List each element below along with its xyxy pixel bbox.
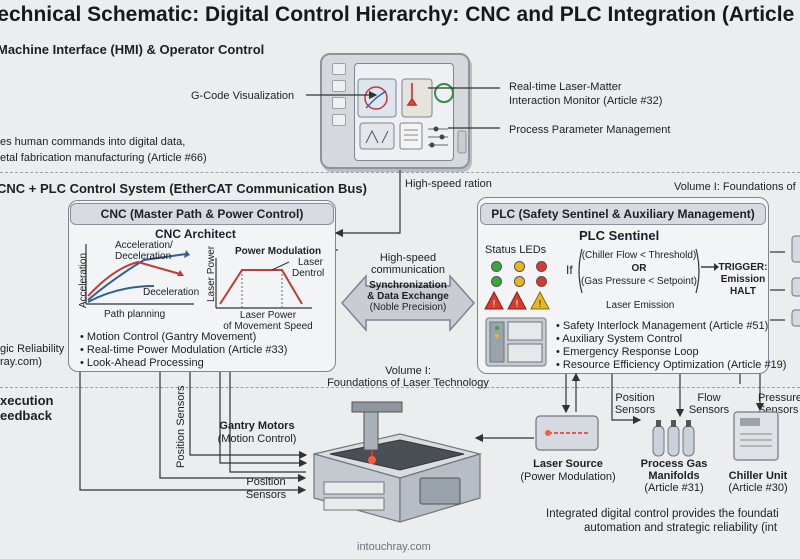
chiller-unit-line1: Chiller Unit <box>728 470 788 482</box>
laser-power-speed-line2: of Movement Speed <box>223 321 313 332</box>
position-sensors-right-line1: Position <box>615 392 655 404</box>
laser-monitor-label-line1: Real-time Laser-Matter <box>509 81 622 93</box>
plc-bullet: • Resource Efficiency Optimization (Arti… <box>556 359 787 371</box>
cnc-graphs <box>85 244 312 309</box>
volume-mid-line1: Volume I: <box>385 365 431 377</box>
plc-bullet: • Auxiliary System Control <box>556 333 683 345</box>
hmi-section-title: Machine Interface (HMI) & Operator Contr… <box>0 42 265 57</box>
plc-sentinel-title: PLC Sentinel <box>579 228 660 243</box>
position-sensors-bottom-line2: Sensors <box>245 489 287 501</box>
power-modulation-title: Power Modulation <box>235 246 322 257</box>
condition-or: OR <box>631 263 647 274</box>
cnc-bullet: • Real-time Power Modulation (Article #3… <box>80 344 288 356</box>
svg-text:!: ! <box>493 299 496 310</box>
sync-line2: & Data Exchange <box>367 291 449 302</box>
high-speed-ration-label: High-speed ration <box>405 178 492 190</box>
gantry-motors-line2: (Motion Control) <box>217 433 297 445</box>
right-edge-devices <box>791 235 800 327</box>
footer-line1: Integrated digital control provides the … <box>546 508 779 520</box>
sync-line1: Synchronization <box>369 280 447 291</box>
condition-gas: (Gas Pressure < Setpoint) <box>581 276 697 287</box>
cnc-bullet: • Motion Control (Gantry Movement) <box>80 331 257 343</box>
laser-source-device <box>535 415 599 451</box>
status-led-green <box>491 276 502 287</box>
plc-bullet-list: • Safety Interlock Management (Article #… <box>556 320 786 372</box>
cnc-bullet: • Look-Ahead Processing <box>80 357 204 369</box>
hmi-note-line1: es human commands into digital data, <box>0 136 186 148</box>
deceleration-label: Deceleration <box>143 287 200 298</box>
sync-line3: (Noble Precision) <box>369 302 447 313</box>
execution-separator <box>0 387 800 388</box>
cnc-architect-title: CNC Architect <box>155 227 236 241</box>
warning-triangles: ! ! ! <box>484 290 550 310</box>
execution-title-line1: xecution <box>0 393 54 408</box>
logic-note-line2: ray.com) <box>0 356 42 368</box>
path-planning-label: Path planning <box>104 309 166 320</box>
svg-text:!: ! <box>539 299 542 310</box>
laser-source-line1: Laser Source <box>533 458 603 470</box>
status-leds-label: Status LEDs <box>485 244 547 256</box>
high-speed-comm-line2: communication <box>371 264 445 276</box>
accel-decel-line2: Deceleration <box>115 251 172 262</box>
laser-source-line2: (Power Modulation) <box>520 471 616 483</box>
gas-manifolds-line2: Manifolds <box>648 470 700 482</box>
status-led-yellow <box>514 261 525 272</box>
logic-note-line1: gic Reliability <box>0 343 65 355</box>
status-led-red <box>536 261 547 272</box>
flow-sensors-line1: Flow <box>697 392 721 404</box>
plc-bullet: • Emergency Response Loop <box>556 346 699 358</box>
hmi-note-line2: etal fabrication manufacturing (Article … <box>0 152 207 164</box>
process-parameter-label: Process Parameter Management <box>509 124 671 136</box>
trigger-line3: HALT <box>730 286 756 297</box>
position-sensors-vertical: Position Sensors <box>175 385 187 468</box>
chiller-unit-device <box>733 411 779 461</box>
status-led-red <box>536 276 547 287</box>
if-label: If <box>566 263 573 277</box>
laser-monitor-label-line2: Interaction Monitor (Article #32) <box>509 95 663 107</box>
gas-cylinders <box>652 420 695 457</box>
trigger-line1: TRIGGER: <box>718 262 768 273</box>
plc-module-icon <box>485 317 547 367</box>
flow-sensors-line2: Sensors <box>688 404 730 416</box>
condition-brackets <box>578 248 700 294</box>
cnc-bullet-list: • Motion Control (Gantry Movement) • Rea… <box>80 331 287 370</box>
execution-title-line2: eedback <box>0 408 53 423</box>
plc-header: PLC (Safety Sentinel & Auxiliary Managem… <box>480 203 766 225</box>
status-led-yellow <box>514 276 525 287</box>
gas-manifolds-line1: Process Gas <box>640 458 708 470</box>
position-sensors-right-line2: Sensors <box>614 404 656 416</box>
chiller-unit-line2: (Article #30) <box>728 482 788 494</box>
laser-dentrol-line1: Laser <box>298 257 324 268</box>
laser-cutting-machine <box>313 401 483 523</box>
plc-bullet: • Safety Interlock Management (Article #… <box>556 320 769 332</box>
status-led-green <box>491 261 502 272</box>
page-title: Technical Schematic: Digital Control Hie… <box>0 3 800 26</box>
footer-line2: automation and strategic reliability (in… <box>584 522 778 534</box>
gcode-visualization-label: G-Code Visualization <box>191 90 295 102</box>
high-speed-comm-line1: High-speed <box>379 252 437 264</box>
trigger-arrow <box>701 263 719 271</box>
sync-double-arrow <box>340 274 476 332</box>
volume-note-top: Volume I: Foundations of <box>674 181 796 193</box>
laser-emission-label: Laser Emission <box>606 300 675 311</box>
volume-mid-line2: Foundations of Laser Technology <box>327 377 489 389</box>
gas-manifolds-line3: (Article #31) <box>644 482 704 494</box>
gantry-motors-line1: Gantry Motors <box>219 420 295 432</box>
watermark: intouchray.com <box>357 541 431 553</box>
laser-power-speed-line1: Laser Power <box>239 310 297 321</box>
position-sensors-bottom-line1: Position <box>246 476 286 488</box>
control-section-title: CNC + PLC Control System (EtherCAT Commu… <box>0 181 367 196</box>
pressure-sensors-line1: Pressure <box>758 392 800 404</box>
trigger-line2: Emission <box>720 274 766 285</box>
accel-decel-line1: Acceleration/ <box>115 240 173 251</box>
laser-dentrol-line2: Dentrol <box>292 268 325 279</box>
cnc-header: CNC (Master Path & Power Control) <box>70 203 334 225</box>
svg-text:!: ! <box>516 299 519 310</box>
condition-chiller: (Chiller Flow < Threshold) <box>581 250 697 261</box>
